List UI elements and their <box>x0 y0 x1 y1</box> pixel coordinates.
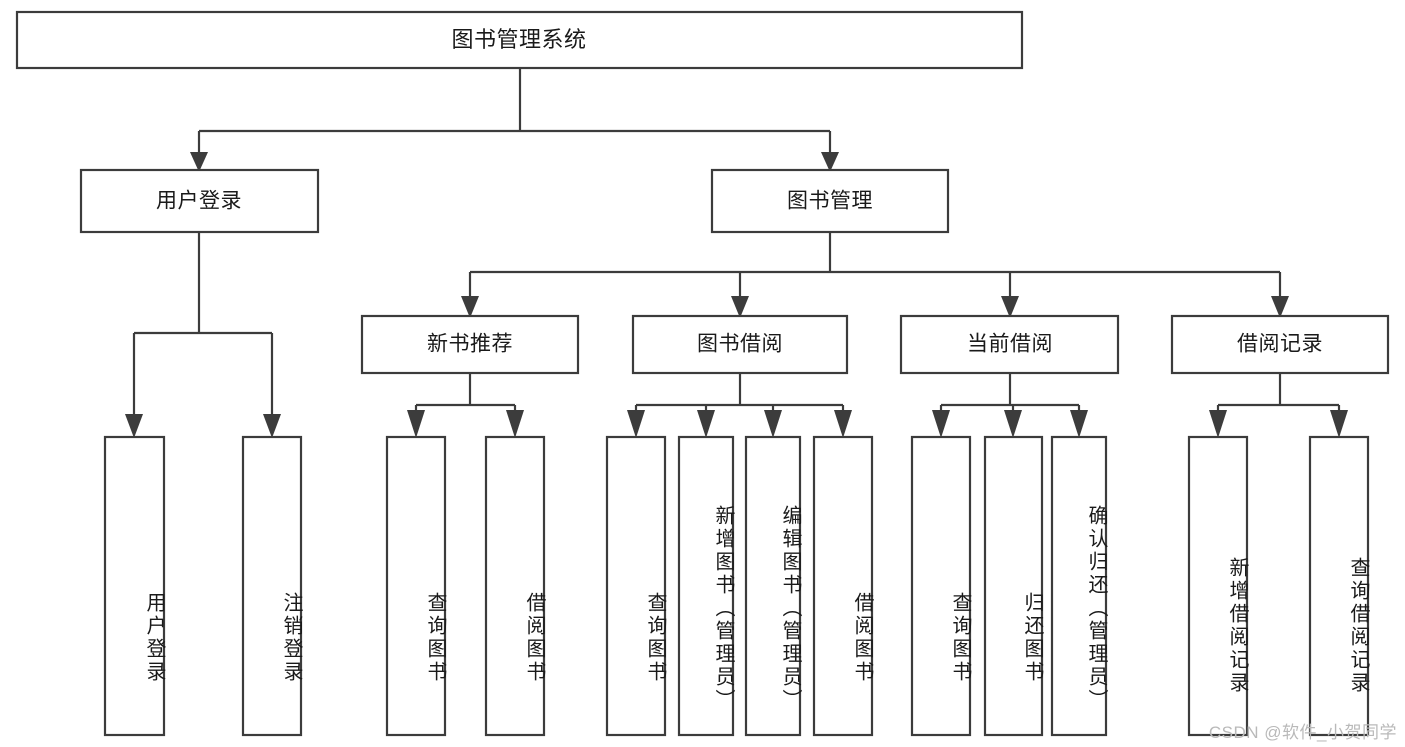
leaf-box-confirm-return[interactable] <box>1050 435 1108 737</box>
node-root-system[interactable]: 图书管理系统 <box>15 10 1024 70</box>
arrow-icon-leaf-borrow-book-1 <box>506 410 524 438</box>
arrow-icon-book-manage <box>821 152 839 172</box>
node-root-system-box <box>15 10 1024 70</box>
node-user-login-label: 用户登录 <box>156 190 242 213</box>
node-user-login[interactable]: 用户登录 <box>79 168 320 234</box>
csdn-watermark: CSDN @软件_小贺同学 <box>1208 723 1397 742</box>
node-new-book-recommend[interactable]: 新书推荐 <box>360 314 580 375</box>
leaf-box-borrow-book-2[interactable] <box>812 435 874 737</box>
arrowhead-layer <box>125 152 1348 438</box>
node-borrow-record[interactable]: 借阅记录 <box>1170 314 1390 375</box>
leaf-box-query-book-1[interactable] <box>385 435 447 737</box>
leaf-box-query-book-3[interactable] <box>910 435 972 737</box>
node-new-book-recommend-label: 新书推荐 <box>427 333 513 356</box>
arrow-icon-user-login <box>190 152 208 172</box>
leaf-box-query-record[interactable] <box>1308 435 1370 737</box>
leaf-box-add-book[interactable] <box>677 435 735 737</box>
node-current-borrow[interactable]: 当前借阅 <box>899 314 1120 375</box>
arrow-icon-leaf-return-book <box>1004 410 1022 438</box>
arrow-icon-book-borrow <box>731 296 749 318</box>
node-book-borrow-label: 图书借阅 <box>697 333 783 356</box>
arrow-icon-leaf-query-book-3 <box>932 410 950 438</box>
arrow-icon-current-borrow <box>1001 296 1019 318</box>
arrow-icon-leaf-edit-book <box>764 410 782 438</box>
arrow-icon-new-book <box>461 296 479 318</box>
leaf-box-borrow-book-1[interactable] <box>484 435 546 737</box>
arrow-icon-leaf-add-record <box>1209 410 1227 438</box>
arrow-icon-leaf-borrow-book-2 <box>834 410 852 438</box>
node-current-borrow-label: 当前借阅 <box>967 333 1053 356</box>
node-book-manage-box <box>710 168 950 234</box>
leaf-box-user-login[interactable] <box>103 435 166 737</box>
arrow-icon-leaf-query-record <box>1330 410 1348 438</box>
node-borrow-record-label: 借阅记录 <box>1237 333 1323 356</box>
node-book-manage-label: 图书管理 <box>787 190 873 213</box>
node-borrow-record-box <box>1170 314 1390 375</box>
leaf-box-logout[interactable] <box>241 435 303 737</box>
node-book-borrow-box <box>631 314 849 375</box>
leaf-box-query-book-2[interactable] <box>605 435 667 737</box>
arrow-icon-borrow-record <box>1271 296 1289 318</box>
arrow-icon-leaf-confirm-return <box>1070 410 1088 438</box>
arrow-icon-leaf-query-book-2 <box>627 410 645 438</box>
node-new-book-recommend-box <box>360 314 580 375</box>
arrow-icon-leaf-user-login <box>125 414 143 438</box>
node-current-borrow-box <box>899 314 1120 375</box>
node-book-manage[interactable]: 图书管理 <box>710 168 950 234</box>
arrow-icon-leaf-logout <box>263 414 281 438</box>
leaf-box-layer <box>103 435 1370 737</box>
leaf-box-return-book[interactable] <box>983 435 1044 737</box>
leaf-box-edit-book[interactable] <box>744 435 802 737</box>
node-book-borrow[interactable]: 图书借阅 <box>631 314 849 375</box>
arrow-icon-leaf-query-book-1 <box>407 410 425 438</box>
node-user-login-box <box>79 168 320 234</box>
node-root-system-label: 图书管理系统 <box>451 27 586 52</box>
arrow-icon-leaf-add-book <box>697 410 715 438</box>
leaf-box-add-record[interactable] <box>1187 435 1249 737</box>
